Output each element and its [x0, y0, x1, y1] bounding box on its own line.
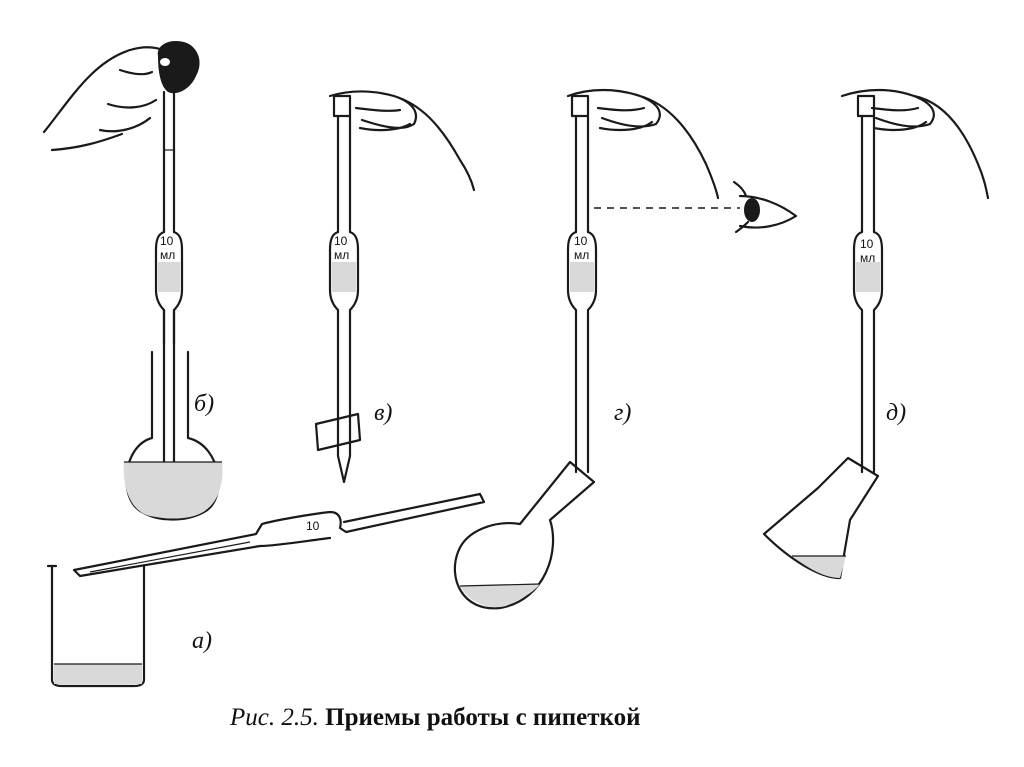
scene-b-filling-with-bulb	[42, 40, 223, 521]
volume-number-b: 10	[160, 234, 174, 248]
figure-caption: Рис. 2.5. Приемы работы с пипеткой	[230, 704, 640, 732]
volume-unit-g: мл	[574, 248, 589, 262]
scene-v-wiping-tip	[314, 90, 476, 484]
volume-number-a: 10	[306, 519, 320, 533]
beaker-a	[46, 564, 146, 688]
volume-unit-v: мл	[334, 248, 349, 262]
volume-number-v: 10	[334, 234, 348, 248]
pipette-bulb-b	[154, 230, 184, 346]
hand-g	[566, 88, 720, 200]
hand-v	[328, 90, 476, 192]
label-g: г)	[614, 400, 631, 426]
rubber-bulb-b	[157, 40, 200, 94]
eye-icon	[732, 180, 798, 234]
caption-text: Приемы работы с пипеткой	[318, 704, 641, 731]
volume-number-g: 10	[574, 234, 588, 248]
label-b: б)	[194, 391, 214, 417]
label-a: а)	[192, 628, 212, 654]
tilted-round-flask-g	[453, 460, 596, 610]
scene-g-reading-meniscus	[453, 88, 798, 610]
hand-d	[840, 88, 990, 200]
volume-unit-b: мл	[160, 248, 175, 262]
label-d: д)	[886, 400, 906, 426]
horizontal-pipette-a	[72, 492, 486, 578]
volume-unit-d: мл	[860, 251, 875, 265]
filter-paper-strip	[314, 412, 362, 452]
scene-a-washing-pipette	[46, 492, 486, 688]
scene-d-draining	[762, 88, 990, 580]
label-v: в)	[374, 400, 392, 426]
hand-b	[42, 46, 180, 152]
caption-prefix: Рис. 2.5.	[230, 704, 319, 731]
volume-number-d: 10	[860, 237, 874, 251]
